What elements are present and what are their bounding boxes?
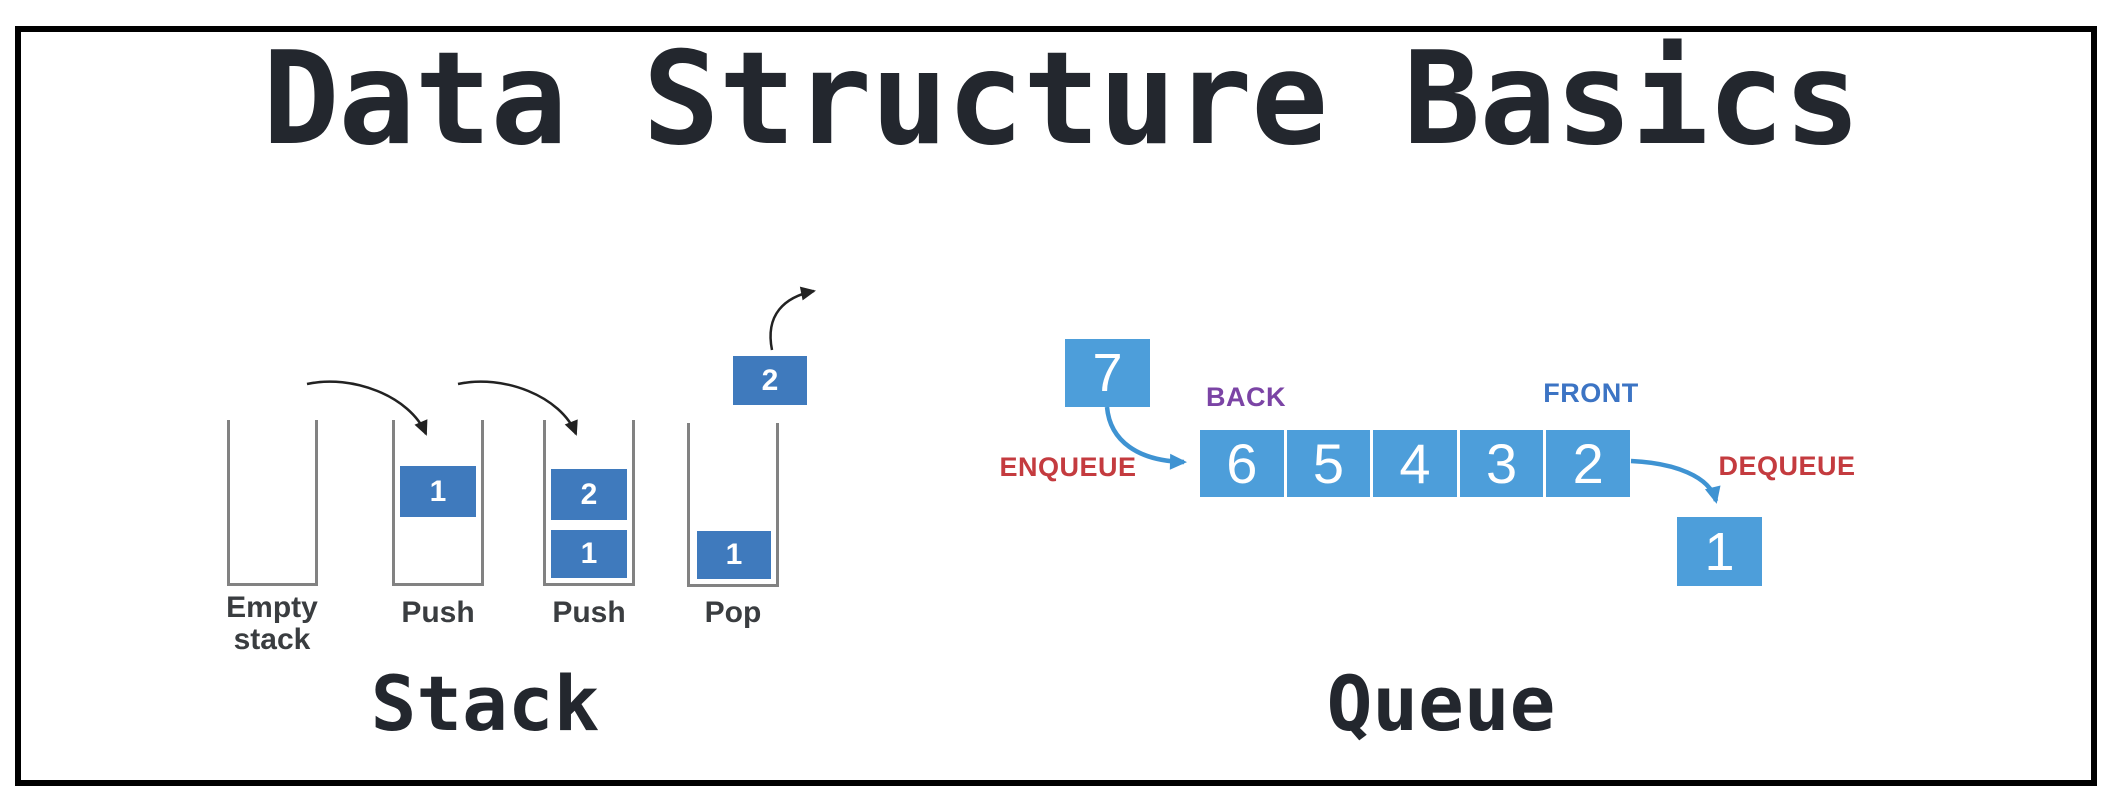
stack-step-caption: Empty stack xyxy=(226,591,318,656)
queue-cell: 2 xyxy=(1546,430,1630,497)
stack-container-push2 xyxy=(543,420,635,586)
stack-container-push1 xyxy=(392,420,484,586)
queue-dequeued-element: 1 xyxy=(1677,517,1762,586)
stack-popped-element: 2 xyxy=(733,356,807,405)
border-frame xyxy=(15,26,2097,786)
queue-cell: 5 xyxy=(1286,430,1371,497)
queue-cell: 3 xyxy=(1459,430,1544,497)
stack-step-caption: Push xyxy=(401,596,475,629)
stack-section-label: Stack xyxy=(370,659,600,748)
queue-enqueue-label: ENQUEUE xyxy=(999,452,1137,482)
stack-container-pop xyxy=(687,423,779,587)
queue-cells-row: 6 5 4 3 2 xyxy=(1200,430,1630,497)
queue-back-label: BACK xyxy=(1206,382,1286,412)
stack-container-empty xyxy=(227,420,318,586)
stack-element: 1 xyxy=(551,530,627,578)
queue-cell: 4 xyxy=(1373,430,1457,497)
queue-enqueue-element: 7 xyxy=(1065,339,1150,407)
queue-dequeue-label: DEQUEUE xyxy=(1718,451,1856,481)
stack-element: 1 xyxy=(400,466,476,517)
stack-element: 2 xyxy=(551,469,627,520)
queue-section-label: Queue xyxy=(1326,659,1556,748)
queue-cell: 6 xyxy=(1200,430,1284,497)
stack-element: 1 xyxy=(697,531,771,579)
stack-step-caption: Pop xyxy=(704,596,762,629)
stack-step-caption: Push xyxy=(552,596,626,629)
queue-front-label: FRONT xyxy=(1543,378,1639,408)
page-title: Data Structure Basics xyxy=(262,25,1860,174)
